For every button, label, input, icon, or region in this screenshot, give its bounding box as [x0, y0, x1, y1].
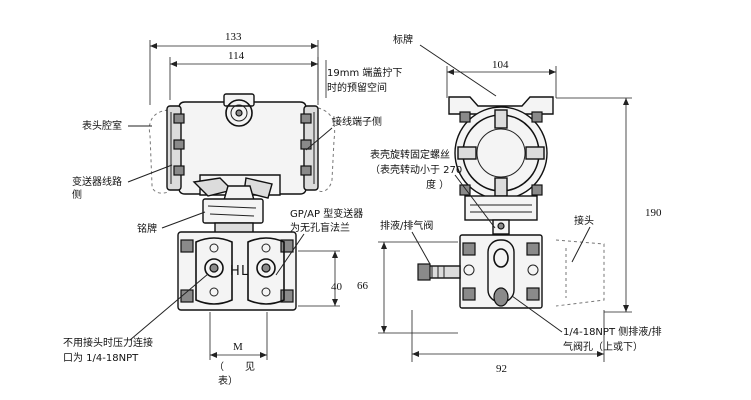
dim-m: M （ 见 表） — [209, 312, 268, 387]
label-connector: 接头 — [574, 214, 594, 227]
label-side-vent-1: 1/4-18NPT 侧排液/排 — [563, 325, 662, 338]
label-rotation-screw: 表壳旋转固定螺丝 — [370, 148, 450, 161]
dim-lower-height: 66 — [357, 241, 458, 334]
dim-m-note-open: （ — [214, 361, 224, 373]
label-rotation-limit-2: 度 ） — [426, 178, 449, 191]
label-gp-ap-1: GP/AP 型变送器 — [290, 207, 363, 220]
label-circuit-side-1: 变送器线路 — [72, 175, 122, 188]
dim-104-text: 104 — [492, 59, 509, 71]
side-housing — [448, 96, 554, 235]
right-cap-clearance — [317, 107, 336, 193]
label-nameplate: 铭牌 — [137, 222, 157, 235]
dim-flange-height: 40 — [298, 250, 343, 307]
dim-40-text: 40 — [331, 281, 343, 293]
l-side-mark: L — [241, 264, 249, 279]
label-vent-valve: 排液/排气阀 — [380, 219, 433, 232]
dim-133-text: 133 — [225, 31, 242, 43]
dim-66-text: 66 — [357, 280, 369, 292]
left-cap-clearance — [148, 109, 169, 194]
side-view: 104 — [357, 33, 662, 375]
dim-92-text: 92 — [496, 363, 507, 375]
label-terminal-clearance-2: 时的预留空间 — [327, 81, 387, 94]
dim-overall-width: 133 — [149, 31, 319, 105]
dim-body-width: 114 — [169, 50, 327, 100]
label-tag-plate: 标牌 — [393, 33, 413, 46]
label-terminal-side: 接线端子侧 — [332, 115, 382, 128]
label-side-vent-2: 气阀孔（上或下） — [563, 340, 643, 353]
dim-depth: 92 — [411, 310, 605, 375]
side-lower-body — [417, 234, 543, 309]
dim-m-note-close: 表） — [218, 374, 238, 387]
label-terminal-clearance-1: 19mm 端盖拧下 — [327, 66, 402, 79]
label-meter-housing: 表头腔室 — [82, 119, 122, 132]
h-side-mark: H — [230, 264, 240, 279]
front-view: 133 114 — [63, 31, 402, 387]
label-rotation-limit-1: （表壳转动小于 270 — [370, 163, 462, 176]
side-callouts: 标牌 表壳旋转固定螺丝 （表壳转动小于 270 度 ） 排液/排气阀 接头 1/… — [370, 33, 662, 353]
dim-overall-height: 190 — [556, 97, 662, 313]
dim-m-text: M — [233, 341, 243, 353]
sensor-module — [202, 185, 264, 234]
label-unused-port-2: 口为 1/4-18NPT — [63, 352, 139, 364]
dim-114-text: 114 — [228, 50, 245, 62]
front-callouts: 19mm 端盖拧下 时的预留空间 表头腔室 接线端子侧 变送器线路 侧 铭牌 G… — [63, 66, 402, 364]
dim-190-text: 190 — [645, 207, 662, 219]
dim-m-note-see: 见 — [245, 361, 255, 373]
label-gp-ap-2: 为无孔盲法兰 — [290, 221, 350, 234]
electronics-housing — [166, 93, 319, 199]
label-circuit-side-2: 侧 — [72, 188, 82, 201]
label-unused-port-1: 不用接头时压力连接 — [63, 336, 153, 349]
process-flanges: H L — [177, 231, 297, 311]
connector-outline — [555, 239, 605, 307]
dim-head-width: 104 — [446, 59, 557, 98]
